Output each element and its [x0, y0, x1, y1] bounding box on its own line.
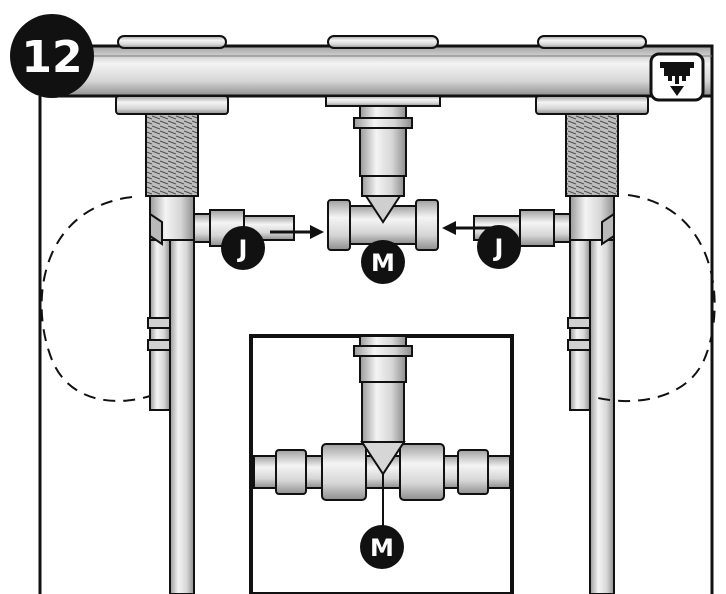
callout-m-detail-text: M	[370, 534, 394, 562]
valve-body-left	[147, 195, 195, 594]
cabinet-frame	[38, 96, 714, 594]
handle-flange-right-top	[537, 35, 647, 49]
threaded-shank-left	[145, 113, 199, 197]
callout-j-left-text: J	[237, 235, 248, 263]
dashed-hose-loop-left	[40, 196, 151, 402]
step-number: 12	[21, 32, 82, 83]
dashed-hose-loop-right	[597, 194, 716, 403]
spout-shank	[353, 105, 413, 197]
faucet-install-down-icon	[649, 52, 705, 102]
spout-flange-top	[327, 35, 439, 49]
spout-mount-plate	[325, 95, 441, 107]
countertop	[58, 44, 714, 98]
handle-flange-left-top	[117, 35, 227, 49]
callout-j-right-text: J	[493, 234, 504, 262]
callout-m-top: M	[361, 240, 405, 284]
step-number-badge: 12	[10, 14, 94, 98]
push-arrow-left	[270, 225, 324, 239]
callout-j-right: J	[477, 225, 521, 269]
mount-nut-right	[535, 95, 649, 115]
callout-m-top-text: M	[371, 249, 395, 277]
callout-m-detail: M	[360, 525, 404, 569]
mount-nut-left	[115, 95, 229, 115]
callout-j-left: J	[221, 226, 265, 270]
threaded-shank-right	[565, 113, 619, 197]
valve-body-right	[567, 195, 615, 594]
